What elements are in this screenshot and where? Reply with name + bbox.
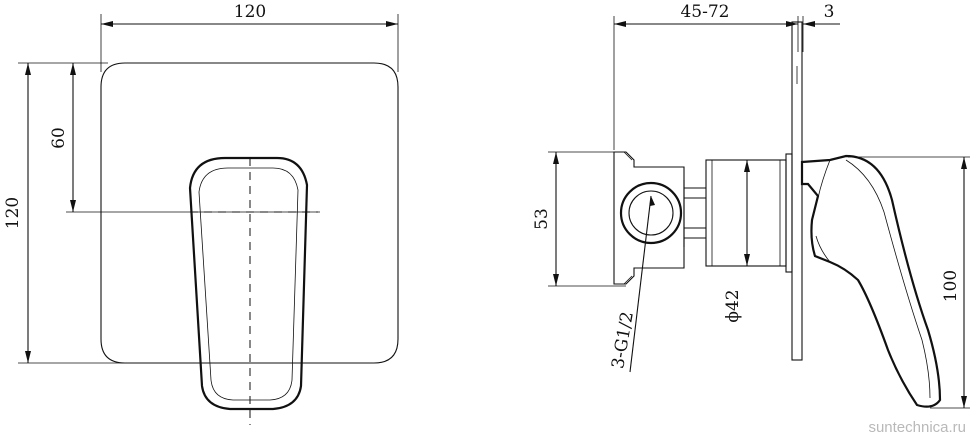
- outlet-port: [619, 181, 683, 245]
- dim-depth-range-label: 45-72: [680, 2, 729, 22]
- side-view: 45-72 3 53 ϕ42: [532, 2, 970, 409]
- dim-body-height-label: 53: [532, 208, 552, 230]
- dim-height-label: 120: [3, 197, 23, 229]
- front-view: 120 120 60: [3, 2, 399, 425]
- mounting-body: [613, 151, 685, 285]
- dim-plate-thickness-label: 3: [824, 2, 835, 22]
- lever-handle-front: [188, 156, 309, 411]
- dim-handle-height-label: 100: [941, 270, 961, 302]
- dim-diameter-label: ϕ42: [723, 289, 743, 322]
- watermark: suntechnica.ru: [868, 419, 966, 436]
- wall-plate: [100, 62, 399, 364]
- lever-handle-side: [800, 154, 942, 408]
- dim-center-height-label: 60: [49, 127, 69, 149]
- dim-width-label: 120: [234, 2, 266, 22]
- cartridge-body: [705, 159, 787, 267]
